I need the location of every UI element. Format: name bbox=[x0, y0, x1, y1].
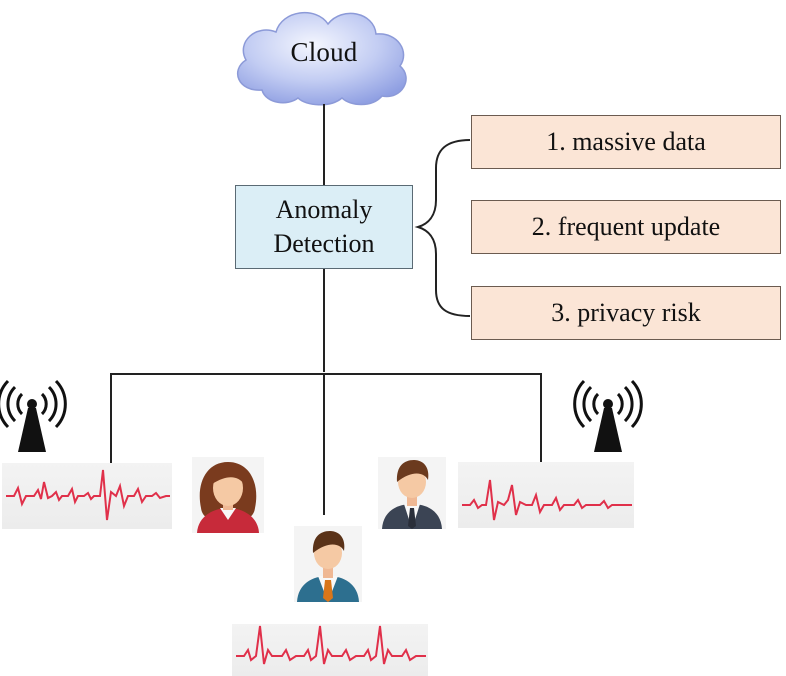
anomaly-detection-line2: Detection bbox=[273, 229, 375, 258]
issue-frequent-update: 2. frequent update bbox=[471, 200, 781, 254]
ecg-waveform-icon bbox=[232, 624, 428, 676]
issue-privacy-risk: 3. privacy risk bbox=[471, 286, 781, 340]
ecg-waveform-icon bbox=[2, 463, 172, 529]
ecg-waveform-icon bbox=[458, 462, 634, 528]
man-avatar-icon bbox=[378, 457, 446, 529]
curly-brace bbox=[414, 139, 471, 317]
issue-massive-data: 1. massive data bbox=[471, 115, 781, 169]
man-avatar-icon bbox=[294, 526, 362, 602]
antenna-icon bbox=[573, 379, 643, 452]
anomaly-detection-line1: Anomaly bbox=[275, 195, 373, 224]
connector-lines bbox=[110, 104, 542, 515]
cloud-icon bbox=[236, 11, 407, 106]
anomaly-detection-box: Anomaly Detection bbox=[235, 185, 413, 269]
cloud-label: Cloud bbox=[290, 36, 358, 67]
antenna-icon bbox=[0, 379, 67, 452]
woman-avatar-icon bbox=[192, 457, 264, 533]
